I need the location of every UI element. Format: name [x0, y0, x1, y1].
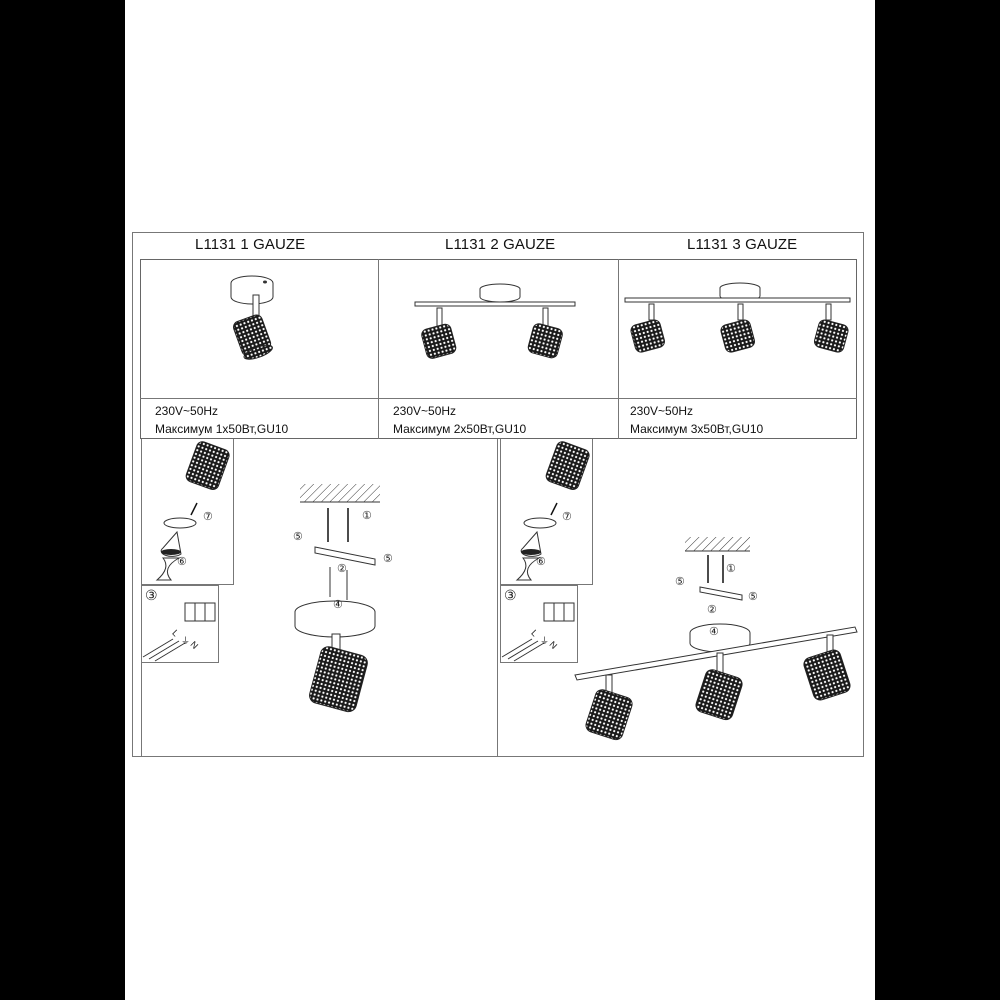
model-2-max-power: Максимум 2х50Вт,GU10	[393, 422, 527, 436]
table-divider-1	[378, 259, 379, 439]
step-1-marker-left: ①	[362, 510, 372, 522]
product-3-drawing	[624, 282, 851, 353]
inset-edge-1	[141, 663, 142, 757]
wire-label-earth-right: ⏚	[540, 636, 550, 646]
instruction-page: L1131 1 GAUZE L1131 2 GAUZE L1131 3 GAUZ…	[125, 0, 875, 1000]
step-5-marker-left-a: ⑤	[293, 531, 303, 543]
model-3-specs: 230V~50Hz Максимум 3х50Вт,GU10	[630, 402, 763, 438]
product-2-drawing	[414, 283, 576, 359]
model-3-max-power: Максимум 3х50Вт,GU10	[630, 422, 764, 436]
step-6-marker-right: ⑥	[536, 556, 546, 568]
model-1-max-power: Максимум 1х50Вт,GU10	[155, 422, 289, 436]
wiring-drawing-2	[501, 602, 575, 662]
step-1-marker-right: ①	[726, 563, 736, 575]
model-title-3: L1131 3 GAUZE	[687, 236, 798, 253]
step-6-marker-left: ⑥	[177, 556, 187, 568]
model-title-2: L1131 2 GAUZE	[445, 236, 556, 253]
step-3-marker-left: ③	[145, 587, 158, 603]
step-4-marker-left: ④	[333, 599, 343, 611]
mounting-drawing-3	[574, 537, 858, 741]
step-2-marker-right: ②	[707, 604, 717, 616]
mounting-drawing-1	[294, 484, 380, 713]
step-7-marker-right: ⑦	[562, 511, 572, 523]
step-5-marker-right-b: ⑤	[748, 591, 758, 603]
step-5-marker-right-a: ⑤	[675, 576, 685, 588]
model-2-specs: 230V~50Hz Максимум 2х50Вт,GU10	[393, 402, 526, 438]
model-1-specs: 230V~50Hz Максимум 1х50Вт,GU10	[155, 402, 288, 438]
product-1-drawing	[230, 275, 274, 360]
step-4-marker-right: ④	[709, 626, 719, 638]
bulb-install-drawing-2	[515, 441, 590, 581]
wire-label-earth-left: ⏚	[181, 636, 191, 646]
step-3-marker-right: ③	[504, 587, 517, 603]
models-table	[140, 259, 857, 439]
panel-divider	[497, 439, 498, 757]
table-divider-2	[618, 259, 619, 439]
model-1-voltage: 230V~50Hz	[155, 404, 219, 418]
model-3-voltage: 230V~50Hz	[630, 404, 694, 418]
step-7-marker-left: ⑦	[203, 511, 213, 523]
table-row-divider	[140, 398, 857, 399]
step-5-marker-left-b: ⑤	[383, 553, 393, 565]
step-2-marker-left: ②	[337, 563, 347, 575]
bulb-install-drawing-1	[155, 441, 230, 581]
outer-frame	[132, 232, 864, 757]
model-title-1: L1131 1 GAUZE	[195, 236, 306, 253]
wiring-drawing-1	[142, 602, 216, 662]
model-2-voltage: 230V~50Hz	[393, 404, 457, 418]
